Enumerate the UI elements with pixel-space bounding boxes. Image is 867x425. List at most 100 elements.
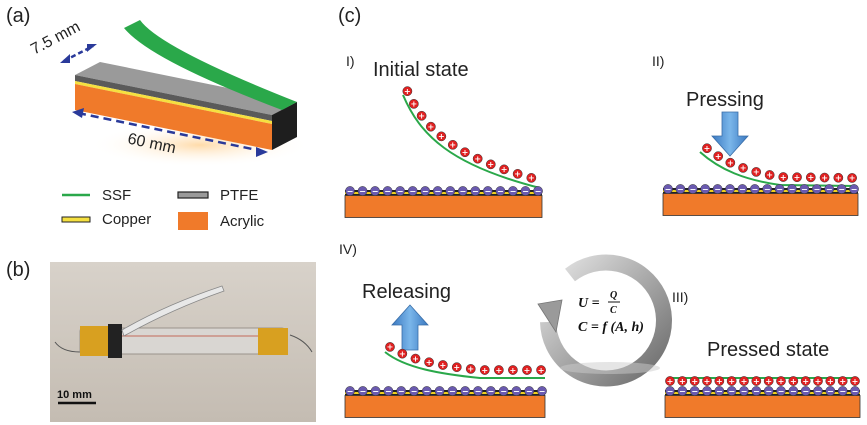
legend-copper-label: Copper bbox=[102, 211, 151, 228]
svg-text:+: + bbox=[849, 174, 856, 183]
svg-text:−: − bbox=[677, 185, 684, 194]
positive-charge: + bbox=[397, 348, 408, 359]
negative-charge: − bbox=[345, 386, 355, 396]
positive-charge: + bbox=[689, 376, 700, 386]
positive-charge: + bbox=[738, 163, 748, 173]
svg-text:−: − bbox=[689, 185, 696, 194]
svg-text:+: + bbox=[501, 165, 508, 174]
svg-text:+: + bbox=[412, 354, 419, 363]
ssf-film-4 bbox=[384, 351, 545, 379]
svg-text:+: + bbox=[753, 377, 760, 386]
negative-charge: − bbox=[524, 386, 535, 396]
positive-charge: + bbox=[763, 376, 774, 386]
step-3-number: III) bbox=[672, 289, 688, 305]
svg-text:+: + bbox=[481, 366, 488, 375]
negative-charge: − bbox=[357, 386, 368, 396]
positive-charge: + bbox=[426, 121, 436, 132]
svg-text:−: − bbox=[691, 387, 698, 396]
positive-charge: + bbox=[508, 365, 518, 375]
positive-charge: + bbox=[479, 365, 490, 375]
negative-charge: − bbox=[689, 386, 700, 396]
svg-text:+: + bbox=[667, 377, 674, 386]
svg-text:+: + bbox=[404, 87, 411, 96]
svg-text:+: + bbox=[753, 168, 760, 177]
svg-text:+: + bbox=[453, 363, 460, 372]
svg-text:+: + bbox=[728, 377, 735, 386]
substrate-4 bbox=[344, 390, 546, 418]
svg-text:−: − bbox=[513, 387, 520, 396]
positive-charge: + bbox=[764, 170, 775, 180]
substrate-1 bbox=[344, 190, 543, 218]
ptfe-layer bbox=[75, 75, 272, 121]
svg-text:−: − bbox=[472, 187, 479, 196]
svg-text:+: + bbox=[514, 170, 521, 179]
svg-text:−: − bbox=[347, 187, 354, 196]
legend-ptfe-label: PTFE bbox=[220, 187, 258, 204]
positive-charge: + bbox=[713, 151, 724, 162]
copper-tape-right bbox=[258, 328, 288, 355]
positive-charges-4: ++++++++++++ bbox=[385, 342, 546, 375]
svg-text:−: − bbox=[776, 185, 783, 194]
positive-charge: + bbox=[424, 357, 434, 368]
negative-charge: − bbox=[370, 186, 380, 196]
negative-charge: − bbox=[457, 186, 468, 196]
negative-charge: − bbox=[483, 186, 493, 196]
negative-charge: − bbox=[751, 386, 762, 396]
negative-charge: − bbox=[382, 186, 393, 196]
svg-text:−: − bbox=[851, 185, 858, 194]
positive-charge: + bbox=[499, 164, 509, 175]
svg-text:−: − bbox=[838, 185, 845, 194]
negative-charge: − bbox=[825, 386, 836, 396]
legend: SSF Copper PTFE Acrylic bbox=[61, 187, 265, 230]
ssf-film-1 bbox=[402, 94, 541, 189]
equation-u-denominator: C bbox=[610, 305, 617, 316]
svg-text:+: + bbox=[440, 361, 447, 370]
svg-text:−: − bbox=[436, 387, 443, 396]
negative-charge: − bbox=[357, 186, 368, 196]
svg-text:−: − bbox=[434, 187, 441, 196]
svg-text:+: + bbox=[462, 148, 469, 157]
svg-text:+: + bbox=[399, 349, 406, 358]
svg-text:−: − bbox=[535, 187, 542, 196]
negative-charge: − bbox=[460, 386, 471, 396]
positive-charge: + bbox=[385, 342, 395, 352]
svg-text:+: + bbox=[807, 173, 814, 182]
svg-text:+: + bbox=[426, 358, 433, 367]
negative-charge: − bbox=[407, 186, 418, 196]
positive-charge: + bbox=[665, 376, 675, 386]
negative-charge: − bbox=[345, 186, 355, 196]
negative-charges-4: −−−−−−−−−−−−−−−− bbox=[345, 386, 547, 396]
svg-text:−: − bbox=[397, 187, 404, 196]
negative-charge: − bbox=[712, 184, 723, 194]
copper-layer bbox=[75, 81, 272, 124]
positive-charge: + bbox=[447, 139, 458, 150]
positive-charge: + bbox=[805, 172, 816, 183]
device-end-face bbox=[272, 102, 297, 150]
acrylic-layer bbox=[75, 84, 272, 150]
positive-charge: + bbox=[702, 376, 712, 386]
svg-text:−: − bbox=[372, 187, 379, 196]
positive-charge: + bbox=[416, 110, 427, 121]
svg-text:+: + bbox=[778, 377, 785, 386]
svg-text:−: − bbox=[765, 387, 772, 396]
svg-text:−: − bbox=[384, 187, 391, 196]
svg-text:−: − bbox=[385, 387, 392, 396]
positive-charge: + bbox=[451, 362, 462, 373]
negative-charge: − bbox=[675, 184, 686, 194]
svg-text:−: − bbox=[510, 187, 517, 196]
positive-charge: + bbox=[847, 173, 857, 183]
panel-a: (a) 7.5 mm 60 mm bbox=[6, 5, 310, 230]
positive-charges-1: ++++++++++++ bbox=[402, 86, 537, 183]
svg-text:−: − bbox=[522, 187, 529, 196]
positive-charge: + bbox=[792, 172, 802, 183]
svg-text:−: − bbox=[526, 387, 533, 396]
press-arrow-icon bbox=[711, 111, 749, 157]
cycle-arrow-head-icon bbox=[537, 299, 563, 334]
substrate-3 bbox=[664, 390, 861, 418]
svg-text:−: − bbox=[789, 185, 796, 194]
step-4-title: Releasing bbox=[362, 281, 451, 303]
svg-text:−: − bbox=[497, 187, 504, 196]
svg-text:−: − bbox=[716, 387, 723, 396]
positive-charge: + bbox=[677, 376, 688, 386]
positive-charge: + bbox=[751, 167, 762, 177]
